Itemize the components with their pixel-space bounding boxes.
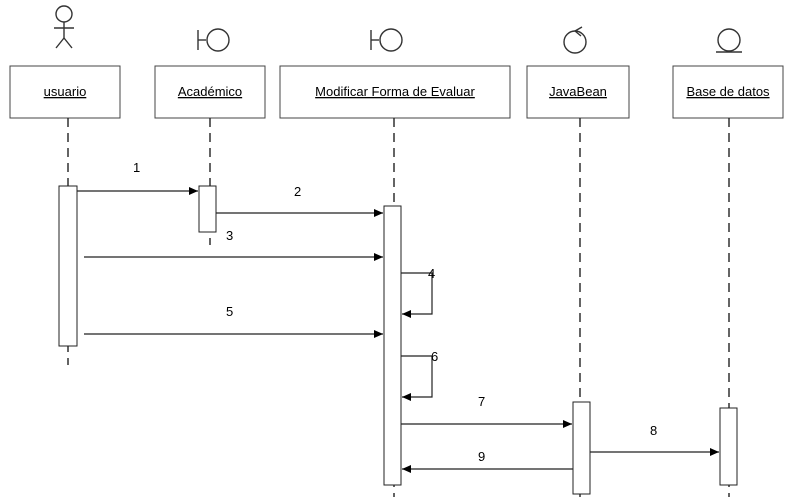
message-label-5: 5: [226, 304, 233, 319]
message-label-2: 2: [294, 184, 301, 199]
participant-box-usuario: [9, 65, 121, 119]
activation-usuario: [58, 185, 78, 347]
participant-label-usuario: usuario: [44, 84, 87, 99]
activation-academico: [198, 185, 217, 233]
message-label-4: 4: [428, 266, 435, 281]
participant-box-modificar: [279, 65, 511, 119]
activation-javabean: [572, 401, 591, 495]
message-arrow-4: [401, 272, 433, 318]
message-arrow-6: [401, 355, 433, 401]
message-label-9: 9: [478, 449, 485, 464]
control-icon: [563, 26, 587, 54]
participant-box-basedatos: [672, 65, 784, 119]
message-label-7: 7: [478, 394, 485, 409]
participant-box-academico: [154, 65, 266, 119]
boundary-icon: [197, 28, 230, 52]
participant-label-basedatos: Base de datos: [686, 84, 770, 99]
boundary-icon: [370, 28, 403, 52]
message-label-1: 1: [133, 160, 140, 175]
entity-icon: [716, 28, 742, 53]
message-label-3: 3: [226, 228, 233, 243]
participant-label-javabean: JavaBean: [549, 84, 607, 99]
participant-label-modificar: Modificar Forma de Evaluar: [315, 84, 475, 99]
actor-icon: [54, 5, 74, 49]
participant-box-javabean: [526, 65, 630, 119]
activation-modificar: [383, 205, 402, 486]
participant-label-academico: Académico: [178, 84, 242, 99]
message-label-6: 6: [431, 349, 438, 364]
activation-basedatos: [719, 407, 738, 486]
message-label-8: 8: [650, 423, 657, 438]
